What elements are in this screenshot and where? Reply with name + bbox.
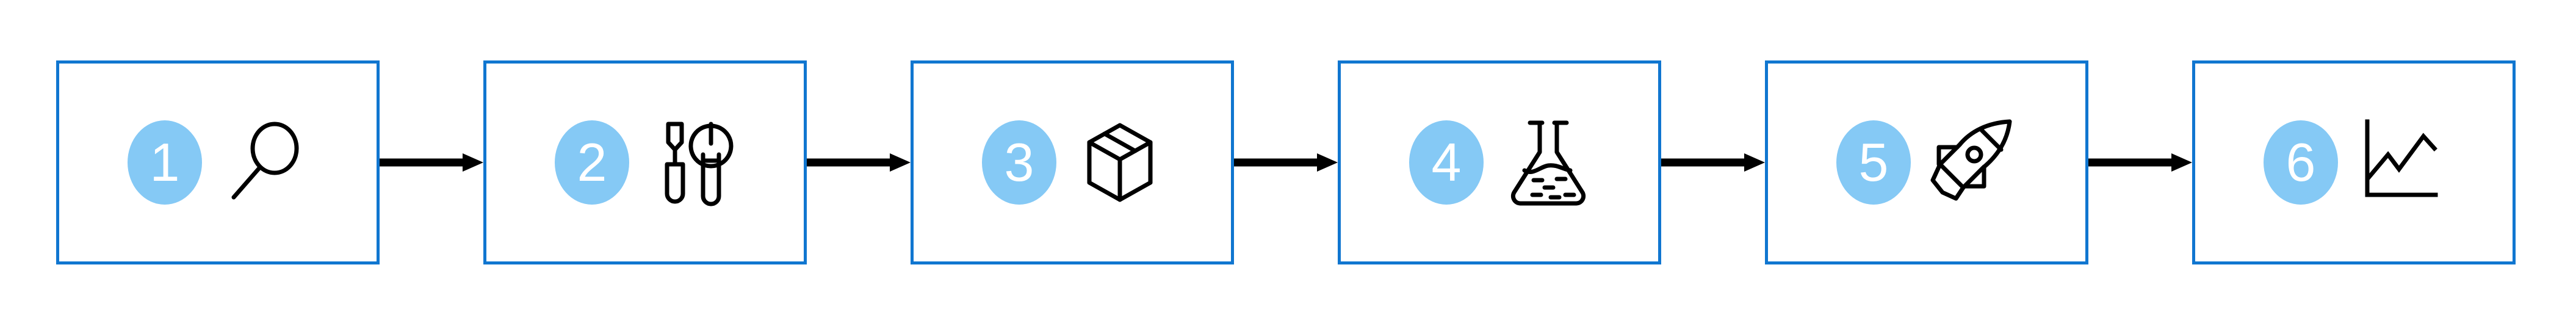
step-number-badge-5: 5 [1836, 120, 1911, 205]
arrow-right-icon [1234, 153, 1338, 172]
step-box-4[interactable]: 4 [1338, 60, 1661, 264]
arrow-right-icon [380, 153, 483, 172]
magnifying-glass-icon [223, 117, 308, 208]
package-box-icon [1077, 117, 1163, 208]
connector-arrow-1-2 [380, 152, 483, 173]
connector-arrow-4-5 [1661, 152, 1765, 173]
step-box-3[interactable]: 3 [911, 60, 1234, 264]
arrow-right-icon [1661, 153, 1765, 172]
arrow-right-icon [807, 153, 911, 172]
step-number-badge-4: 4 [1409, 120, 1484, 205]
connector-arrow-2-3 [807, 152, 911, 173]
step-box-6[interactable]: 6 [2192, 60, 2516, 264]
tools-icon [650, 117, 735, 208]
connector-arrow-5-6 [2088, 152, 2192, 173]
step-box-1[interactable]: 1 [56, 60, 380, 264]
step-number-badge-1: 1 [128, 120, 202, 205]
step-box-5[interactable]: 5 [1765, 60, 2088, 264]
lab-flask-icon [1504, 117, 1590, 208]
line-chart-icon [2359, 117, 2444, 208]
step-number-badge-2: 2 [555, 120, 629, 205]
process-flow-row: 1 2 [56, 60, 2516, 264]
connector-arrow-3-4 [1234, 152, 1338, 173]
arrow-right-icon [2088, 153, 2192, 172]
step-number-badge-6: 6 [2264, 120, 2338, 205]
step-box-2[interactable]: 2 [483, 60, 807, 264]
step-number-badge-3: 3 [982, 120, 1056, 205]
rocket-icon [1930, 117, 2017, 208]
